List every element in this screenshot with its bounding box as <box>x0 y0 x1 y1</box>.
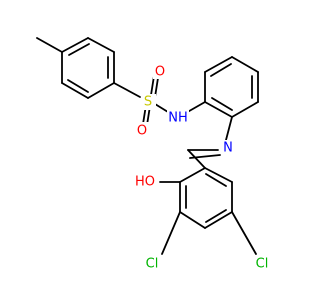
atom-cl-left: Cl <box>146 257 159 272</box>
bond <box>225 116 233 141</box>
bond <box>204 211 233 229</box>
bond <box>205 173 227 187</box>
bond-lines <box>36 37 259 255</box>
bond <box>205 209 227 223</box>
bond <box>154 103 169 113</box>
bond <box>231 101 259 118</box>
bond <box>113 82 141 98</box>
bond <box>61 82 89 99</box>
bond <box>87 37 115 53</box>
bond <box>36 37 63 53</box>
bond <box>68 43 90 56</box>
bond <box>87 82 115 99</box>
bond <box>211 97 233 111</box>
atom-cl-right: Cl <box>256 257 269 272</box>
bond <box>161 211 181 255</box>
bond <box>204 56 233 73</box>
atom-nh: NH <box>168 111 188 126</box>
bond <box>210 63 232 77</box>
bond <box>154 77 159 98</box>
atom-labels: O S O NH N HO Cl Cl <box>133 63 272 272</box>
chemical-structure-diagram: O S O NH N HO Cl Cl <box>36 37 272 272</box>
bond <box>187 149 206 169</box>
atom-n-imine: N <box>223 141 233 156</box>
bond <box>179 167 206 183</box>
bond <box>204 167 233 183</box>
bond <box>231 56 259 73</box>
bond <box>150 75 155 96</box>
bond <box>179 211 206 229</box>
atom-ho: HO <box>135 175 155 190</box>
bond <box>204 101 233 118</box>
bond <box>67 79 89 93</box>
atom-s: S <box>144 95 152 110</box>
atom-o-bottom: O <box>137 124 147 139</box>
bond <box>231 211 257 255</box>
atom-o-top: O <box>155 65 165 80</box>
bond <box>61 37 89 53</box>
